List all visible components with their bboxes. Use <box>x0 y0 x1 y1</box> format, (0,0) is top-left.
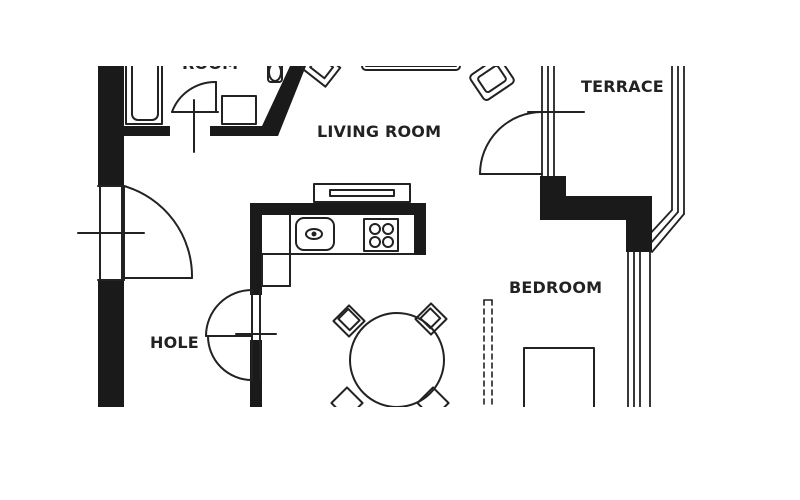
armchair-right <box>469 66 515 101</box>
room-label-bathroom: ROOM <box>182 54 238 73</box>
sofa <box>361 66 461 71</box>
room-label-living-room: LIVING ROOM <box>317 122 441 141</box>
room-label-bedroom: BEDROOM <box>509 278 602 297</box>
hall-double-door <box>205 289 277 381</box>
bedroom-window-lines <box>627 251 651 407</box>
kitchen-stove <box>363 218 399 252</box>
terrace-window-lines <box>541 66 555 177</box>
bedroom-wardrobe-line <box>483 299 493 407</box>
entrance-door <box>77 185 194 281</box>
bed <box>523 347 595 407</box>
armchair-left <box>300 66 342 88</box>
room-label-terrace: TERRACE <box>581 77 664 96</box>
bathroom-walls <box>124 66 306 136</box>
terrace-door <box>479 111 585 175</box>
bathtub <box>125 66 163 125</box>
room-label-hole: HOLE <box>150 333 199 352</box>
kitchen-walls <box>250 203 426 407</box>
range-hood <box>313 183 411 203</box>
kitchen-counter <box>261 214 415 287</box>
terrace-bedroom-wall <box>540 176 652 252</box>
left-exterior-wall <box>98 66 124 407</box>
kitchen-sink <box>295 217 335 251</box>
toilet <box>267 66 283 83</box>
terrace-railing <box>647 66 685 253</box>
bathroom-cabinet <box>221 95 257 125</box>
dining-set <box>330 302 450 407</box>
bathroom-door <box>171 80 219 153</box>
